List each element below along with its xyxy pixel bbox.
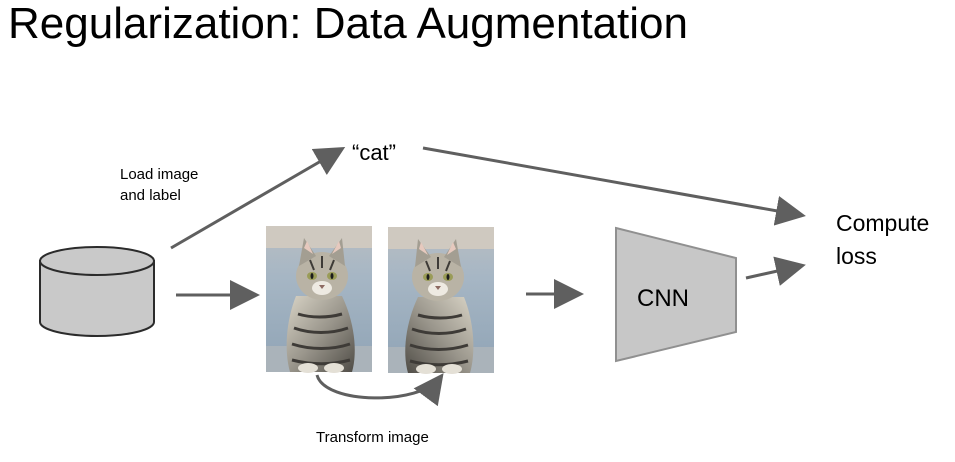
compute-loss-line2: loss <box>836 243 877 269</box>
arrow-cnn-to-loss <box>745 256 806 286</box>
load-label-line1: Load image <box>120 166 199 183</box>
load-label: Load image and label <box>120 164 198 206</box>
cat-photo-flipped <box>386 225 496 376</box>
cnn-block <box>615 226 737 363</box>
cnn-label: CNN <box>637 285 689 312</box>
arrow-transform <box>315 373 444 407</box>
compute-loss-label: Compute loss <box>836 207 929 273</box>
class-label-cat: “cat” <box>352 140 396 165</box>
slide-title: Regularization: Data Augmentation <box>8 0 688 48</box>
arrow-load-to-label <box>170 146 346 250</box>
arrow-label-to-loss <box>422 146 806 226</box>
transform-image-label: Transform image <box>316 429 429 446</box>
compute-loss-line1: Compute <box>836 210 930 236</box>
database-cylinder-icon <box>39 246 155 337</box>
load-label-line2: and label <box>120 187 181 204</box>
cat-photo <box>264 224 374 375</box>
